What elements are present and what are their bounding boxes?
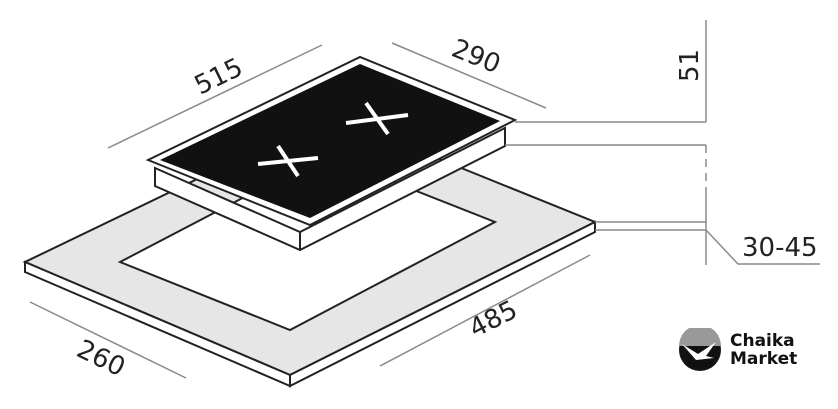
dimension-lines [29, 20, 820, 379]
dim-485: 485 [465, 295, 523, 344]
burner-front [257, 144, 319, 178]
hob [145, 55, 518, 252]
dim-30-45: 30-45 [742, 233, 818, 263]
logo-line2: Market [730, 349, 798, 369]
dim-290: 290 [447, 34, 504, 80]
glass-surface [160, 64, 500, 218]
dim-51: 51 [675, 49, 705, 82]
seagull-icon [679, 328, 721, 371]
logo-line1: Chaika [730, 331, 795, 351]
burner-rear [345, 101, 409, 136]
dim-260: 260 [72, 334, 130, 383]
chaika-market-logo: Chaika Market [678, 328, 797, 372]
